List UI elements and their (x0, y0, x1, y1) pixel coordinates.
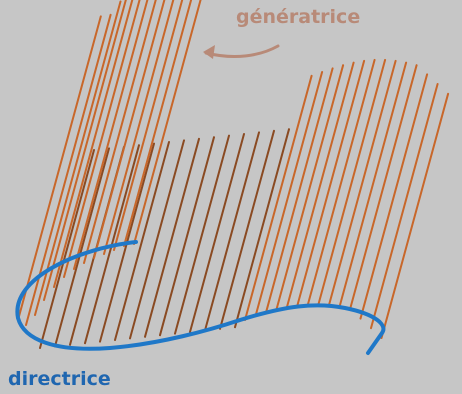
generatrice-line-back-11 (204, 131, 260, 332)
generatrice-line-back-7 (144, 137, 200, 338)
generatrice-line-left-6 (73, 0, 149, 270)
generatrice-line-left-10 (113, 0, 184, 251)
generatrice-line-back-9 (174, 134, 230, 335)
generatrice-line-back-12 (219, 129, 275, 330)
generatrice-line-left-5 (63, 0, 141, 278)
generatrice-line-left-12 (133, 0, 202, 245)
generatrice-line-right-13 (380, 92, 450, 339)
generatrice-line-left-3 (43, 0, 127, 301)
generatrice-line-left-11 (123, 0, 193, 247)
generatrice-line-right-2 (265, 67, 334, 314)
generatrice-line-right-0 (244, 74, 313, 321)
generatrice-line-right-6 (307, 58, 376, 306)
generatrice-line-right-11 (359, 73, 429, 320)
generatrice-line-back-13 (234, 128, 290, 329)
generatrice-line-back-10 (189, 133, 245, 333)
generatrice-line-right-8 (328, 59, 397, 307)
arrowhead-icon (203, 45, 215, 59)
generatrice-line-right-10 (349, 64, 418, 311)
generatrice-line-right-4 (286, 61, 355, 308)
generatrice-line-right-5 (296, 59, 366, 307)
generatrice-line-left-9 (103, 0, 175, 255)
generatrice-label: génératrice (236, 6, 361, 28)
generatrice-line-back-6 (129, 139, 185, 340)
generatrice-line-right-3 (275, 64, 345, 311)
generatrice-line-right-7 (317, 58, 387, 306)
generatrice-line-back-5 (114, 141, 170, 341)
generatrice-line-right-1 (254, 70, 324, 318)
generatrice-line-left-8 (93, 0, 166, 259)
generatrice-line-left-7 (83, 0, 157, 264)
generatrice-line-back-0 (39, 149, 95, 349)
generatrice-line-left-0 (17, 15, 102, 321)
generatrice-line-right-12 (370, 82, 439, 330)
generatrice-line-back-1 (54, 147, 110, 348)
generatrice-line-left-2 (34, 0, 122, 316)
curved-arrow-icon (204, 44, 280, 59)
generatrice-line-back-8 (159, 136, 215, 337)
generatrice-line-left-4 (53, 0, 134, 288)
generatrice-line-right-9 (338, 61, 408, 308)
directrice-label: directrice (8, 368, 111, 390)
directrice-curve (15, 240, 386, 355)
generatrice-lines-front (17, 0, 450, 339)
